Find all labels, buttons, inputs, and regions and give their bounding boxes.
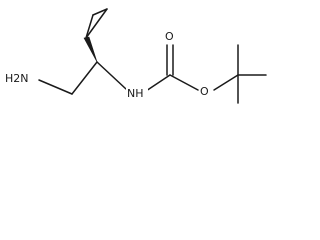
ring-bond-top <box>92 8 108 16</box>
bond-carbonyl-carbon-ester-oxygen <box>169 74 199 91</box>
bond-amine-ch2 <box>38 79 73 95</box>
bond-chiral-carbon-nh <box>96 61 127 90</box>
amine-label: H2N <box>5 72 29 85</box>
atom-labels: H2N NH O O <box>2 30 212 101</box>
ring-bond-right <box>85 8 108 39</box>
stereo-wedge-bond <box>83 36 98 63</box>
ring-bond-left <box>85 14 94 39</box>
ester-oxygen-label: O <box>200 85 209 98</box>
molecule-structure-diagram: H2N NH O O <box>2 8 267 104</box>
carbonyl-oxygen-label: O <box>165 30 174 43</box>
carbamate-nh-label: NH <box>127 87 144 100</box>
bond-nh-carbonyl-carbon <box>145 74 171 92</box>
tert-butyl-group <box>237 44 267 104</box>
bond-ester-oxygen-tert-carbon <box>213 74 239 91</box>
backbone-bonds <box>38 44 239 95</box>
cyclopropyl-ring <box>85 8 108 39</box>
bond-ch2-chiral-carbon <box>71 61 98 95</box>
